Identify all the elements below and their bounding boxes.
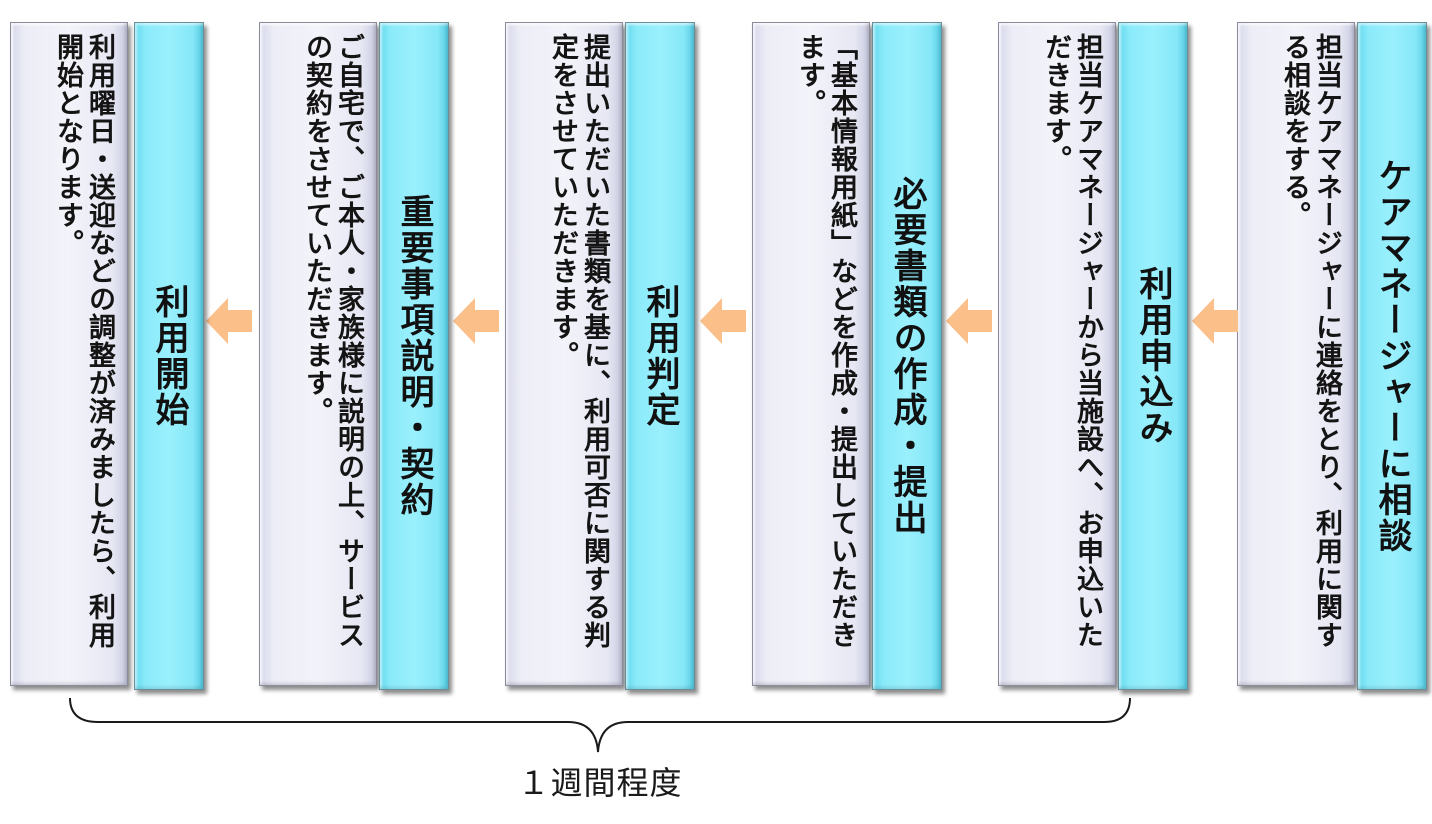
step-2: 担当ケアマネージャーから当施設へ、お申込いただきます。 利用申込み [998, 22, 1188, 690]
step-title-box: 必要書類の作成・提出 [872, 22, 942, 690]
step-6: 利用曜日・送迎などの調整が済みましたら、利用開始となります。 利用開始 [10, 22, 204, 690]
left-arrow-icon [1192, 296, 1238, 346]
step-title: 利用申込み [1133, 266, 1173, 446]
step-description-box: 担当ケアマネージャーに連絡をとり、利用に関する相談をする。 [1237, 22, 1355, 686]
left-arrow-icon [206, 296, 252, 346]
step-description: 利用曜日・送迎などの調整が済みましたら、利用開始となります。 [52, 33, 115, 649]
step-title: 利用開始 [149, 284, 189, 428]
step-5: ご自宅で、ご本人・家族様に説明の上、サービスの契約をさせていただきます。 重要事… [259, 22, 449, 690]
step-title-box: 利用申込み [1118, 22, 1188, 690]
step-description: 「基本情報用紙」などを作成・提出していただきます。 [794, 33, 857, 649]
step-title-box: 利用開始 [134, 22, 204, 690]
step-3: 「基本情報用紙」などを作成・提出していただきます。 必要書類の作成・提出 [752, 22, 942, 690]
duration-label: １週間程度 [517, 764, 683, 802]
step-4: 提出いただいた書類を基に、利用可否に関する判定をさせていただきます。 利用判定 [505, 22, 695, 690]
step-title: 重要事項説明・契約 [394, 194, 434, 518]
step-description: 担当ケアマネージャーに連絡をとり、利用に関する相談をする。 [1279, 33, 1342, 649]
step-title-box: ケアマネージャーに相談 [1357, 22, 1427, 690]
left-arrow-icon [946, 296, 992, 346]
left-arrow-icon [700, 296, 746, 346]
step-title: 利用判定 [640, 284, 680, 428]
left-arrow-icon [453, 296, 499, 346]
step-description: 担当ケアマネージャーから当施設へ、お申込いただきます。 [1040, 33, 1103, 649]
step-description: ご自宅で、ご本人・家族様に説明の上、サービスの契約をさせていただきます。 [301, 33, 364, 649]
step-1: 担当ケアマネージャーに連絡をとり、利用に関する相談をする。 ケアマネージャーに相… [1237, 22, 1427, 690]
step-description-box: 「基本情報用紙」などを作成・提出していただきます。 [752, 22, 870, 686]
step-title: ケアマネージャーに相談 [1372, 158, 1412, 554]
step-description-box: ご自宅で、ご本人・家族様に説明の上、サービスの契約をさせていただきます。 [259, 22, 377, 686]
step-description-box: 担当ケアマネージャーから当施設へ、お申込いただきます。 [998, 22, 1116, 686]
step-title: 必要書類の作成・提出 [887, 176, 927, 536]
step-description: 提出いただいた書類を基に、利用可否に関する判定をさせていただきます。 [547, 33, 610, 649]
step-title-box: 利用判定 [625, 22, 695, 690]
step-description-box: 利用曜日・送迎などの調整が済みましたら、利用開始となります。 [10, 22, 128, 686]
step-title-box: 重要事項説明・契約 [379, 22, 449, 690]
step-description-box: 提出いただいた書類を基に、利用可否に関する判定をさせていただきます。 [505, 22, 623, 686]
